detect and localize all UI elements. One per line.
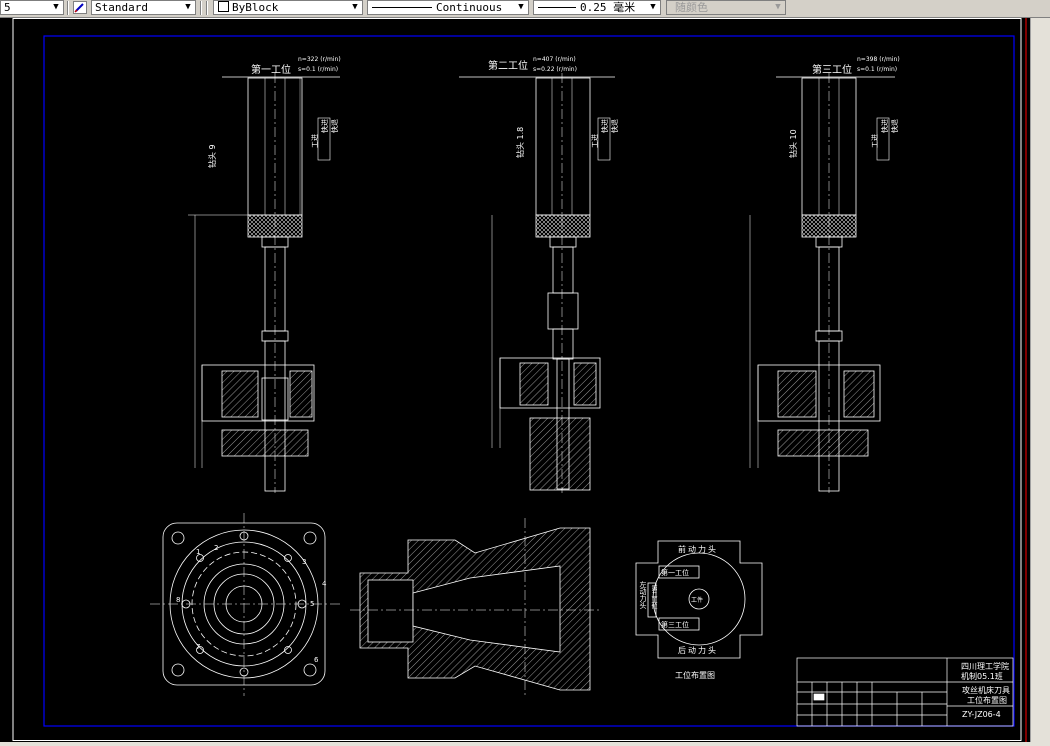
plotstyle-combo: 随颜色 ▼ [666,0,786,15]
station-1 [188,73,340,493]
vertical-scrollbar[interactable] [1030,18,1050,742]
diagram-top-label: 前动力头 [678,545,718,554]
flange-number: 2 [214,544,219,552]
chevron-down-icon[interactable]: ▼ [352,2,358,12]
station-2 [459,73,615,493]
toolbar-separator [200,1,202,15]
title-drawing-name-2: 工位布置图 [967,696,1007,705]
station-2-tool-label: 钻头 1.8 [516,126,525,158]
flange-number: 5 [310,600,315,608]
text-style-icon[interactable] [73,1,87,14]
lineweight-sample-icon [538,7,576,8]
station-2-title: 第二工位 [488,61,528,72]
flange-number: 6 [314,656,319,664]
diagram-pos1-label: 第一工位 [661,569,689,577]
diagram-pos3-label: 第三工位 [661,621,689,629]
station-3-feed-work: 工进 [871,134,879,148]
flange-number: 3 [302,558,307,566]
station-3-speed: n=398 (r/min) [857,56,900,63]
chevron-down-icon[interactable]: ▼ [518,2,524,12]
station-1-speed: n=322 (r/min) [298,56,341,63]
station-1-feed-fast: 快进 [321,119,329,133]
station-3-title: 第三工位 [812,65,852,76]
flange-number: 4 [322,580,327,588]
flange-number: 7 [196,643,201,651]
station-layout-diagram [635,540,763,659]
diagram-pos2-label: 第二工位 [650,585,657,609]
station-3-tool-label: 钻头 10 [789,129,798,158]
station-2-feed-back: 快退 [611,119,619,133]
title-block [796,657,1014,727]
drawing-text-layer: 第一工位 n=322 (r/min) s=0.1 (r/min) 钻头 9 工进… [0,18,1030,742]
title-class: 机制05.1班 [961,672,1003,681]
cad-drawing [12,18,1027,742]
chevron-down-icon[interactable]: ▼ [185,2,191,12]
drawing-frame [43,35,1015,727]
sheet-outer-border [12,18,1022,741]
station-2-speed: n=407 (r/min) [533,56,576,63]
diagram-left-label: 左动力头 [639,581,647,609]
station-2-feed-work: 工进 [591,134,599,148]
text-style-combo[interactable]: Standard ▼ [91,0,196,15]
title-drawing-number: ZY-JZ06-4 [962,710,1001,719]
properties-toolbar: 5 ▼ Standard ▼ ByBlock ▼ Continuous ▼ 0.… [0,0,1050,18]
station-2-feed: s=0.22 (r/min) [533,66,577,73]
toolbar-separator [67,1,69,15]
chevron-down-icon[interactable]: ▼ [650,2,656,12]
flange-number: 1 [196,548,201,556]
station-1-feed: s=0.1 (r/min) [298,66,339,73]
station-1-title: 第一工位 [251,65,291,76]
horizontal-scrollbar[interactable] [0,742,1050,746]
color-swatch-icon [218,1,229,12]
title-drawing-name-1: 攻丝机床刀具 [962,686,1010,695]
color-combo[interactable]: ByBlock ▼ [213,0,363,15]
station-3-feed-fast: 快进 [881,119,889,133]
toolbar-separator [206,1,208,15]
linetype-sample-icon [372,7,432,8]
diagram-workpiece-label: 工件 [691,597,704,604]
station-1-tool-label: 钻头 9 [208,144,217,168]
chevron-down-icon[interactable]: ▼ [53,2,59,12]
station-3-feed: s=0.1 (r/min) [857,66,898,73]
station-1-feed-work: 工进 [311,134,319,148]
chevron-down-icon: ▼ [775,2,781,12]
station-2-feed-fast: 快进 [601,119,609,133]
part-section-view [350,518,600,698]
diagram-caption: 工位布置图 [675,671,715,680]
station-3-feed-back: 快退 [891,119,899,133]
diagram-bottom-label: 后动力头 [678,646,718,655]
station-1-feed-back: 快退 [331,119,339,133]
lineweight-combo[interactable]: 0.25 毫米 ▼ [533,0,661,15]
flange-front-view [150,513,340,696]
flange-number: 8 [176,596,181,604]
drawing-canvas[interactable]: 第一工位 n=322 (r/min) s=0.1 (r/min) 钻头 9 工进… [0,18,1030,742]
linetype-combo[interactable]: Continuous ▼ [367,0,529,15]
station-3 [749,73,895,493]
title-school: 四川理工学院 [961,662,1009,671]
text-height-combo[interactable]: 5 ▼ [0,0,64,15]
